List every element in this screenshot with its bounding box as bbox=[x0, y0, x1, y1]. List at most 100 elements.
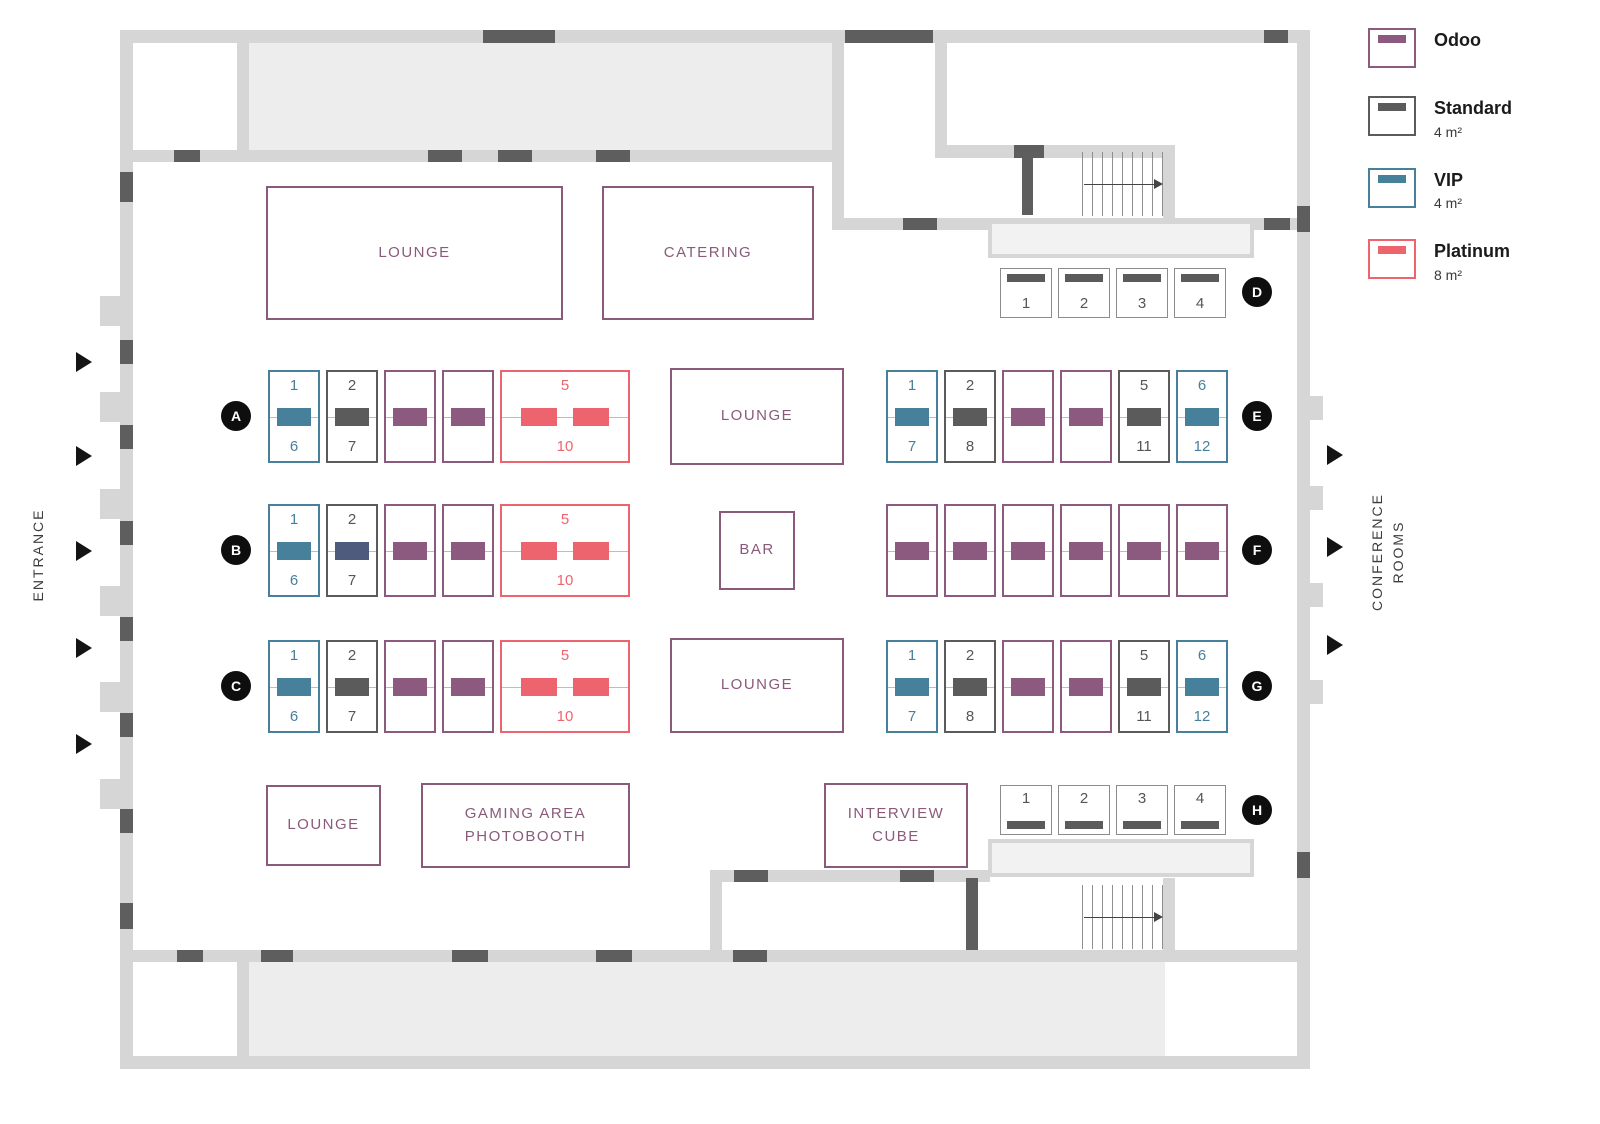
booth[interactable] bbox=[1002, 504, 1054, 597]
booth-desk bbox=[1065, 274, 1103, 282]
conference-arrow-icon bbox=[1327, 635, 1343, 655]
booth-desk-area bbox=[1004, 541, 1052, 560]
entrance-arrow-icon bbox=[76, 734, 92, 754]
booth-desk bbox=[895, 407, 929, 426]
booth-desk-area bbox=[1062, 407, 1110, 426]
booth-desk bbox=[573, 677, 609, 696]
standard-booth-icon bbox=[1368, 96, 1416, 136]
wall-segment bbox=[1163, 878, 1175, 962]
booth-bar-icon bbox=[1378, 246, 1406, 255]
booth-desk-area bbox=[328, 541, 376, 560]
legend-label: Standard bbox=[1434, 98, 1513, 118]
room-gaming-area: GAMING AREA PHOTOBOOTH bbox=[421, 783, 630, 868]
booth-number: 11 bbox=[1136, 708, 1152, 725]
booth[interactable] bbox=[1002, 640, 1054, 733]
booth-desk bbox=[393, 541, 427, 560]
legend-text: VIP 4 m² bbox=[1434, 168, 1463, 212]
booth[interactable]: 3 bbox=[1116, 268, 1168, 318]
booth-number: 6 bbox=[1197, 377, 1207, 394]
booth[interactable]: 4 bbox=[1174, 785, 1226, 835]
booth-desk-area bbox=[270, 407, 318, 426]
booth-desk bbox=[573, 541, 609, 560]
wall-segment bbox=[903, 218, 937, 230]
booth[interactable] bbox=[442, 504, 494, 597]
booth[interactable]: 2 bbox=[1058, 268, 1110, 318]
booth[interactable] bbox=[384, 370, 436, 463]
booth[interactable] bbox=[384, 504, 436, 597]
booth-desk bbox=[953, 677, 987, 696]
booth-desk-area bbox=[1120, 407, 1168, 426]
booth-desk bbox=[521, 407, 557, 426]
room-lounge-top: LOUNGE bbox=[266, 186, 563, 320]
wall-segment bbox=[1297, 206, 1310, 232]
booth-desk bbox=[1069, 541, 1103, 560]
legend-sublabel: 4 m² bbox=[1434, 195, 1462, 212]
booth[interactable] bbox=[384, 640, 436, 733]
booth-desk bbox=[1123, 274, 1161, 282]
booth-number: 3 bbox=[1137, 295, 1147, 312]
booth[interactable] bbox=[1060, 370, 1112, 463]
booth-number: 1 bbox=[1021, 295, 1031, 312]
booth-number: 12 bbox=[1193, 438, 1211, 455]
booth[interactable] bbox=[442, 640, 494, 733]
desk bbox=[988, 839, 1254, 877]
booth-number: 7 bbox=[347, 708, 357, 725]
booth[interactable]: 6 12 bbox=[1176, 370, 1228, 463]
booth-desk bbox=[1069, 407, 1103, 426]
booth[interactable] bbox=[886, 504, 938, 597]
booth[interactable] bbox=[1060, 640, 1112, 733]
legend-item-odoo: Odoo bbox=[1368, 28, 1512, 68]
wall-segment bbox=[261, 950, 293, 962]
booth-number: 2 bbox=[347, 377, 357, 394]
wall-segment bbox=[177, 950, 203, 962]
wall-segment bbox=[710, 870, 722, 962]
booth-desk-area bbox=[946, 407, 994, 426]
booth-divider-line bbox=[502, 550, 628, 552]
legend-item-platinum: Platinum 8 m² bbox=[1368, 239, 1512, 283]
booth[interactable] bbox=[944, 504, 996, 597]
booth-desk-area bbox=[1062, 541, 1110, 560]
wall-segment bbox=[120, 425, 133, 449]
booth-number: 8 bbox=[965, 708, 975, 725]
wall-segment bbox=[596, 950, 632, 962]
room-lounge-bottom: LOUNGE bbox=[266, 785, 381, 866]
booth[interactable]: 1 bbox=[1000, 785, 1052, 835]
booth[interactable]: 4 bbox=[1174, 268, 1226, 318]
booth-number: 1 bbox=[907, 647, 917, 664]
booth[interactable]: 3 bbox=[1116, 785, 1168, 835]
booth[interactable]: 1 bbox=[1000, 268, 1052, 318]
booth[interactable] bbox=[1118, 504, 1170, 597]
booth-desk bbox=[1181, 274, 1219, 282]
booth-number: 2 bbox=[1079, 295, 1089, 312]
wall-segment bbox=[966, 878, 978, 950]
row-label-g: G bbox=[1242, 671, 1272, 701]
room-label: LOUNGE bbox=[720, 676, 794, 694]
room-label: INTERVIEW CUBE bbox=[847, 805, 945, 845]
wall-segment bbox=[120, 617, 133, 641]
legend-item-standard: Standard 4 m² bbox=[1368, 96, 1512, 140]
booth[interactable] bbox=[442, 370, 494, 463]
booth[interactable] bbox=[1002, 370, 1054, 463]
booth[interactable]: 2 bbox=[1058, 785, 1110, 835]
booth-desk bbox=[393, 677, 427, 696]
booth[interactable] bbox=[1176, 504, 1228, 597]
booth[interactable] bbox=[1060, 504, 1112, 597]
